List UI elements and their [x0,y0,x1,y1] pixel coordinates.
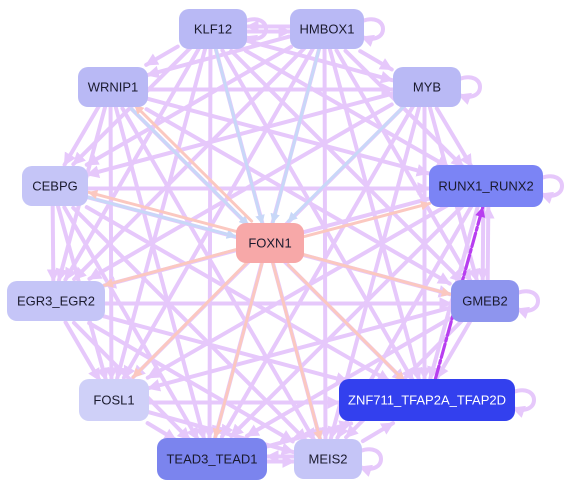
self-loop-hmbox1 [360,17,385,47]
node-label: MYB [413,80,441,95]
self-loop-znf711_tfap2a_tfap2d [511,388,536,418]
edge-fosl1-to-tead3_tead1 [145,421,178,443]
node-label: TEAD3_TEAD1 [166,452,257,467]
self-loop-klf12 [243,17,268,47]
node-myb[interactable]: MYB [393,67,461,107]
edge-hmbox1-to-meis2 [319,47,332,442]
edge-klf12-to-foxn1 [214,48,265,226]
edge-egr3_egr2-to-meis2 [87,321,295,444]
edge-foxn1-to-cebpg [87,189,239,234]
node-wrnip1[interactable]: WRNIP1 [78,67,148,107]
node-label: FOSL1 [93,393,134,408]
self-loop-runx1_runx2 [539,174,564,204]
node-tead3-tead1[interactable]: TEAD3_TEAD1 [157,438,267,480]
node-fosl1[interactable]: FOSL1 [79,379,149,421]
node-foxn1[interactable]: FOXN1 [236,223,304,263]
edge-foxn1-to-meis2 [271,262,323,442]
node-znf711-tfap2a-tfap2d[interactable]: ZNF711_TFAP2A_TFAP2D [339,379,515,421]
edge-egr3_egr2-to-znf711_tfap2a_tfap2d [102,314,350,385]
self-loop-meis2 [358,447,383,477]
node-label: KLF12 [194,22,232,37]
edge-foxn1-to-fosl1 [131,259,250,379]
edge-egr3_egr2-to-fosl1 [63,320,102,383]
edge-myb-to-foxn1 [286,103,407,223]
edge-runx1_runx2-to-gmeb2 [476,204,490,282]
edge-gmeb2-to-tead3_tead1 [245,316,452,438]
node-box [179,9,247,49]
self-loop-myb [457,75,482,105]
node-label: CEBPG [32,179,78,194]
node-label: RUNX1_RUNX2 [438,179,533,194]
node-label: HMBOX1 [300,22,355,37]
edge-runx1_runx2-to-tead3_tead1 [229,203,466,439]
edge-hmbox1-to-myb [358,49,394,72]
edge-gmeb2-to-fosl1 [146,305,453,392]
edge-hmbox1-to-cebpg [84,44,294,167]
node-box [339,379,515,421]
node-hmbox1[interactable]: HMBOX1 [290,9,364,49]
edge-foxn1-to-tead3_tead1 [212,260,264,439]
edge-runx1_runx2-to-fosl1 [145,202,451,380]
node-box [79,379,149,421]
edge-cebpg-to-znf711_tfap2a_tfap2d [84,205,392,384]
edge-cebpg-to-egr3_egr2 [46,204,60,284]
node-box [157,438,267,480]
node-box [22,166,88,206]
edge-wrnip1-to-gmeb2 [144,107,452,286]
node-label: MEIS2 [308,452,347,467]
node-box [429,165,543,207]
edge-foxn1-to-gmeb2 [301,253,452,297]
edge-foxn1-to-znf711_tfap2a_tfap2d [286,263,406,383]
edge-wrnip1-to-foxn1 [129,107,250,227]
edge-myb-to-egr3_egr2 [87,102,394,281]
edge-gmeb2-to-znf711_tfap2a_tfap2d [435,318,473,380]
edge-foxn1-to-wrnip1 [133,103,254,223]
edge-wrnip1-to-cebpg [62,103,102,167]
node-box [290,9,364,49]
edge-meis2-to-znf711_tfap2a_tfap2d [360,421,396,444]
edge-hmbox1-to-fosl1 [121,45,316,380]
edge-myb-to-runx1_runx2 [434,106,474,169]
node-box [294,439,362,479]
edge-hmbox1-to-foxn1 [270,46,321,224]
node-label: GMEB2 [462,294,508,309]
self-loop-gmeb2 [515,289,540,319]
node-label: ZNF711_TFAP2A_TFAP2D [348,393,506,408]
edge-foxn1-to-runx1_runx2 [303,201,432,238]
edge-cebpg-to-foxn1 [85,195,237,239]
node-runx1-runx2[interactable]: RUNX1_RUNX2 [429,165,543,207]
edge-myb-to-tead3_tead1 [219,103,416,439]
node-label: WRNIP1 [88,80,139,95]
edge-klf12-to-wrnip1 [144,44,180,67]
edge-klf12-to-tead3_tead1 [203,46,216,440]
edge-gmeb2-to-runx1_runx2 [481,205,495,283]
node-meis2[interactable]: MEIS2 [294,439,362,479]
node-label: FOXN1 [248,236,291,251]
node-box [393,67,461,107]
node-egr3-egr2[interactable]: EGR3_EGR2 [7,281,105,321]
node-box [451,280,519,322]
node-box [236,223,304,263]
node-cebpg[interactable]: CEBPG [22,166,88,206]
node-box [78,67,148,107]
node-box [7,281,105,321]
edge-foxn1-to-egr3_egr2 [102,248,237,288]
edge-tead3_tead1-to-znf711_tfap2a_tfap2d [265,420,354,449]
node-label: EGR3_EGR2 [17,294,95,309]
node-klf12[interactable]: KLF12 [179,9,247,49]
node-gmeb2[interactable]: GMEB2 [451,280,519,322]
